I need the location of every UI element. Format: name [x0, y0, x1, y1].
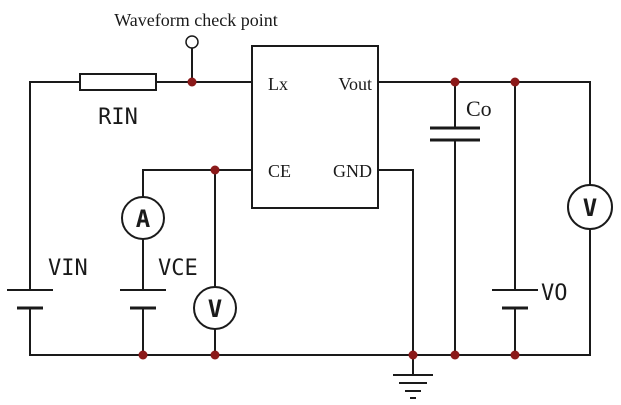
vo-label: VO [541, 281, 568, 306]
pin-lx-label: Lx [268, 74, 288, 94]
pin-vout-label: Vout [338, 74, 372, 94]
resistor-label: RIN [98, 105, 138, 130]
resistor-rin [79, 73, 157, 91]
ammeter-icon [121, 196, 165, 240]
voltmeter-vce-symbol: V [208, 295, 222, 323]
voltmeter-vce-icon [193, 286, 237, 330]
vin-label: VIN [48, 256, 88, 281]
junction-node [510, 350, 520, 360]
junction-node [408, 350, 418, 360]
ic-block [251, 45, 379, 209]
wires [29, 47, 591, 376]
junction-node [210, 165, 220, 175]
vce-label: VCE [158, 256, 198, 281]
capacitor-label: Co [466, 96, 492, 121]
voltmeter-vout-icon [567, 184, 613, 230]
ammeter-symbol: A [136, 205, 151, 233]
checkpoint-terminal [185, 35, 199, 49]
junction-node [450, 350, 460, 360]
junction-node [210, 350, 220, 360]
junction-nodes [138, 77, 520, 360]
voltmeter-vout-symbol: V [583, 194, 597, 222]
junction-node [187, 77, 197, 87]
checkpoint-label: Waveform check point [114, 10, 278, 30]
pin-ce-label: CE [268, 161, 291, 181]
ground-icon [393, 374, 433, 399]
pin-gnd-label: GND [333, 161, 372, 181]
junction-node [450, 77, 460, 87]
gnd-wire [377, 169, 414, 376]
vout-wire [377, 81, 591, 186]
junction-node [510, 77, 520, 87]
junction-node [138, 350, 148, 360]
